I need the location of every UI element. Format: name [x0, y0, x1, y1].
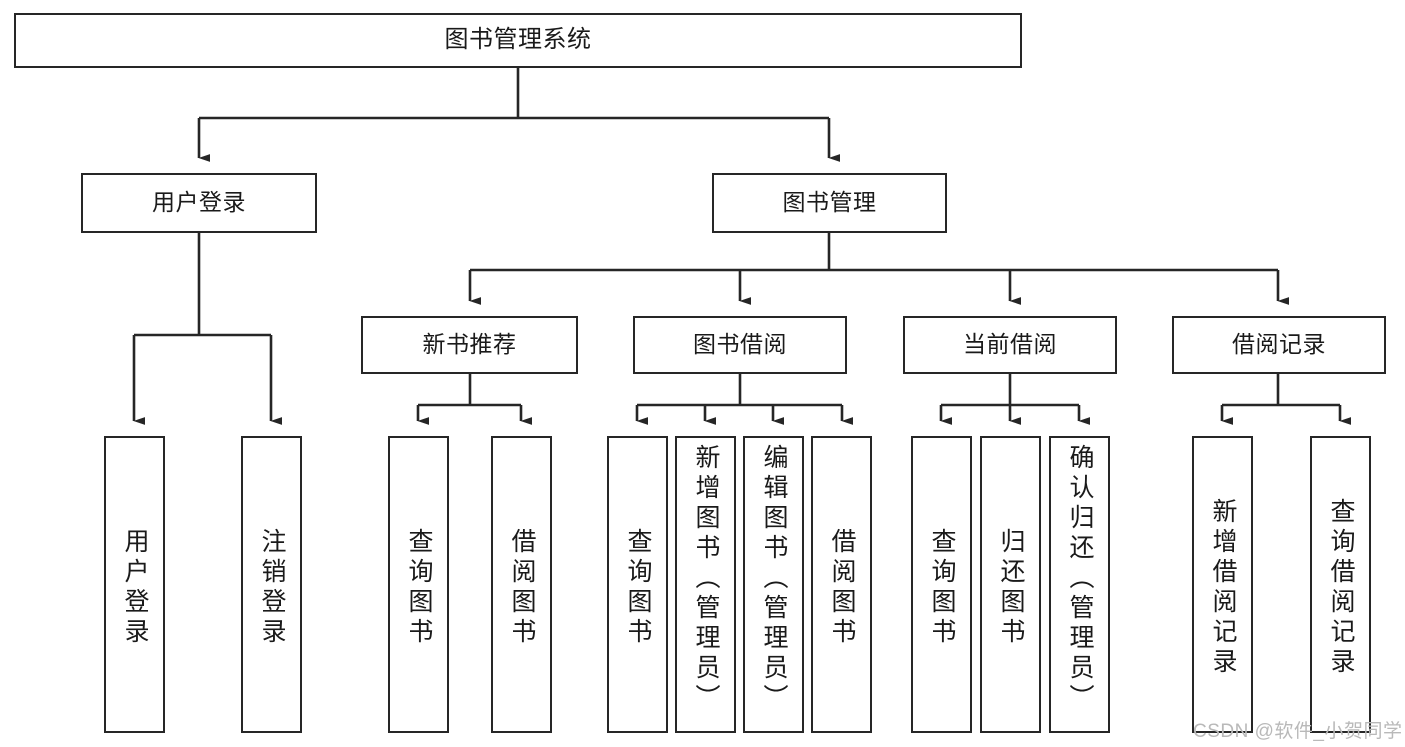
- leaf-user-login[interactable]: 用户登录: [104, 436, 165, 733]
- node-label: 当前借阅: [963, 331, 1057, 358]
- leaf-borrow-book-borrowing[interactable]: 借阅图书: [811, 436, 872, 733]
- node-label: 用户登录: [121, 527, 149, 648]
- node-label: 确认归还（管理员）: [1066, 444, 1094, 714]
- node-label: 新书推荐: [422, 331, 517, 358]
- node-label: 新增图书（管理员）: [692, 444, 720, 714]
- node-label: 归还图书: [997, 527, 1025, 648]
- node-label: 编辑图书（管理员）: [760, 444, 788, 714]
- node-current-borrowing[interactable]: 当前借阅: [903, 316, 1117, 374]
- leaf-edit-book-admin[interactable]: 编辑图书（管理员）: [743, 436, 804, 733]
- node-label: 借阅图书: [828, 527, 856, 648]
- leaf-query-book-recommendation[interactable]: 查询图书: [388, 436, 449, 733]
- leaf-add-borrowing-record[interactable]: 新增借阅记录: [1192, 436, 1253, 733]
- node-book-management[interactable]: 图书管理: [712, 173, 947, 233]
- node-book-borrowing[interactable]: 图书借阅: [633, 316, 847, 374]
- leaf-add-book-admin[interactable]: 新增图书（管理员）: [675, 436, 736, 733]
- leaf-query-book-borrowing[interactable]: 查询图书: [607, 436, 668, 733]
- node-user-login[interactable]: 用户登录: [81, 173, 317, 233]
- node-label: 图书管理系统: [444, 26, 592, 54]
- node-label: 查询图书: [405, 527, 433, 648]
- node-label: 新增借阅记录: [1209, 497, 1237, 678]
- node-label: 查询借阅记录: [1327, 497, 1355, 678]
- csdn-watermark: CSDN @软件_小贺同学: [1193, 721, 1403, 742]
- leaf-borrow-book-recommendation[interactable]: 借阅图书: [491, 436, 552, 733]
- node-root-book-management-system[interactable]: 图书管理系统: [14, 13, 1022, 68]
- node-label: 借阅记录: [1232, 331, 1326, 358]
- leaf-logout[interactable]: 注销登录: [241, 436, 302, 733]
- leaf-return-book[interactable]: 归还图书: [980, 436, 1041, 733]
- node-label: 注销登录: [258, 527, 286, 648]
- node-new-book-recommendation[interactable]: 新书推荐: [361, 316, 578, 374]
- node-borrowing-record[interactable]: 借阅记录: [1172, 316, 1386, 374]
- node-label: 图书管理: [782, 189, 877, 216]
- leaf-query-book-current[interactable]: 查询图书: [911, 436, 972, 733]
- node-label: 查询图书: [624, 527, 652, 648]
- leaf-query-borrowing-record[interactable]: 查询借阅记录: [1310, 436, 1371, 733]
- node-label: 用户登录: [152, 189, 246, 216]
- node-label: 借阅图书: [508, 527, 536, 648]
- node-label: 查询图书: [928, 527, 956, 648]
- leaf-confirm-return-admin[interactable]: 确认归还（管理员）: [1049, 436, 1110, 733]
- node-label: 图书借阅: [693, 331, 787, 358]
